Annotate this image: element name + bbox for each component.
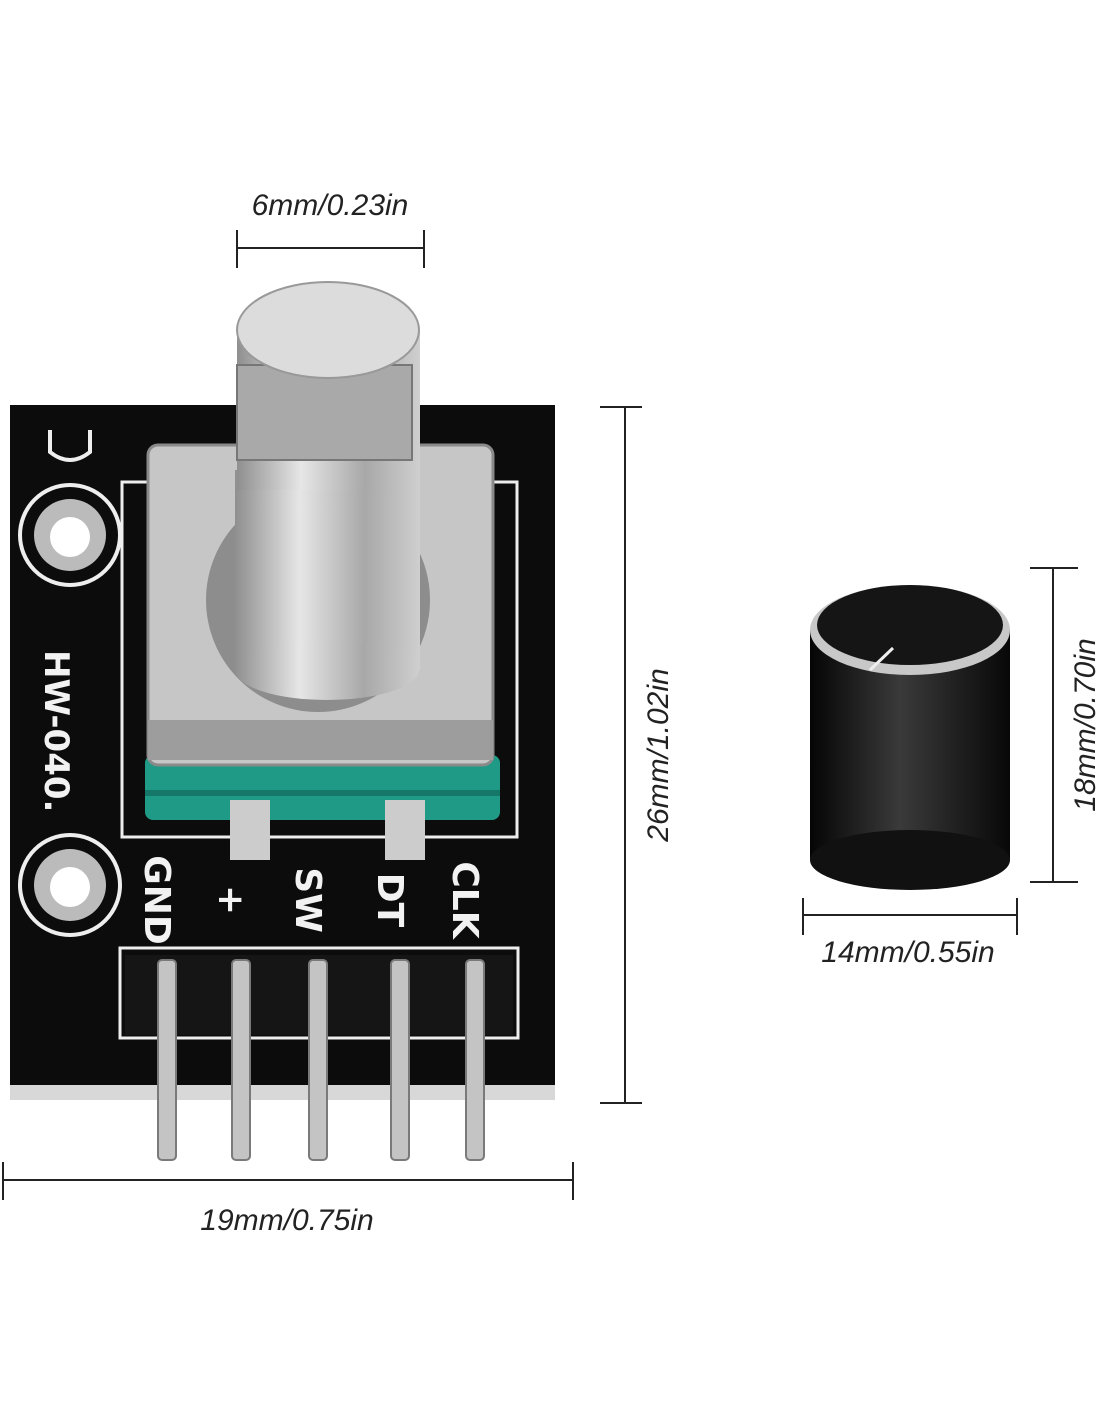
board-height-label: 26mm/1.02in <box>642 668 675 842</box>
pin-label: GND <box>136 855 177 945</box>
pin-2 <box>308 959 328 1161</box>
rotary-encoder <box>145 281 500 860</box>
pin-1 <box>231 959 251 1161</box>
knob-height-label: 18mm/0.70in <box>1069 638 1100 811</box>
pin-4 <box>465 959 485 1161</box>
pin-header <box>125 955 513 1161</box>
pin-label: DT <box>369 873 410 928</box>
pin-label: + <box>210 885 251 915</box>
knob <box>810 585 1010 890</box>
dimension-lines <box>2 230 1078 1200</box>
model-label: HW-040. <box>36 650 76 812</box>
mounting-hole-bottom <box>18 833 122 937</box>
pin-label: CLK <box>444 861 485 939</box>
mounting-hole-top <box>18 483 122 587</box>
knob-width-label: 14mm/0.55in <box>821 936 994 969</box>
pin-0 <box>157 959 177 1161</box>
shaft-width-label: 6mm/0.23in <box>252 189 409 222</box>
pin-3 <box>390 959 410 1161</box>
board-width-label: 19mm/0.75in <box>200 1204 373 1237</box>
silkscreen-mark <box>48 430 92 462</box>
pin-label: SW <box>287 867 328 933</box>
pin-labels: GND + SW DT CLK <box>136 855 485 945</box>
